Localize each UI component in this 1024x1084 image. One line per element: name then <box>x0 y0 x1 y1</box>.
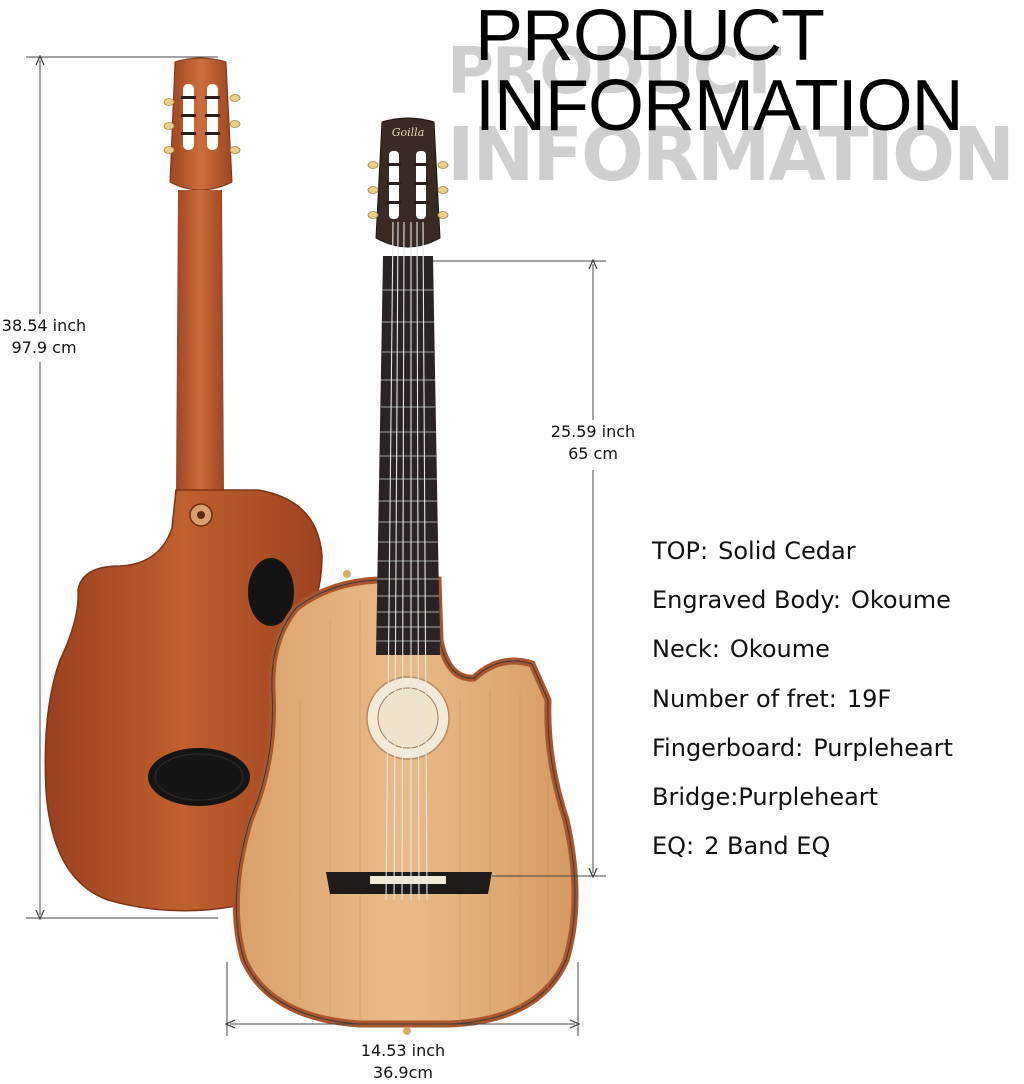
guitar-front-view: Goilla <box>232 117 579 1035</box>
body-width-cm: 36.9cm <box>372 1063 433 1082</box>
page-title-line2: INFORMATION <box>475 66 964 146</box>
spec-item-bridge: Bridge:Purpleheart <box>652 773 953 822</box>
spec-item-frets: Number of fret: 19F <box>652 675 953 724</box>
page-title-line1: PRODUCT <box>475 0 825 76</box>
spec-list: TOP: Solid Cedar Engraved Body: Okoume Nec… <box>652 527 953 871</box>
scale-length-inch: 25.59 inch <box>550 422 636 441</box>
spec-value: Purpleheart <box>813 733 953 762</box>
spec-label: Neck: <box>652 635 720 664</box>
spec-value: Solid Cedar <box>718 537 856 565</box>
ghost-title-line2: INFORMATION <box>447 112 1015 198</box>
spec-item-neck: Neck: Okoume <box>652 625 953 674</box>
spec-item-body: Engraved Body: Okoume <box>652 576 953 625</box>
spec-item-top: TOP: Solid Cedar <box>652 527 953 576</box>
spec-label: Number of fret: <box>652 684 837 713</box>
spec-label: Fingerboard: <box>652 733 804 762</box>
ghost-title-line1: PRODUCT <box>447 35 781 109</box>
total-length-label: 38.54 inch 97.9 cm <box>0 315 90 359</box>
scale-length-label: 25.59 inch 65 cm <box>544 421 642 465</box>
headstock-logo: Goilla <box>392 126 425 139</box>
body-width-inch: 14.53 inch <box>360 1041 446 1060</box>
spec-value: 19F <box>846 684 892 713</box>
dimension-lines <box>26 57 606 1036</box>
total-length-cm: 97.9 cm <box>11 338 77 357</box>
spec-item-fingerboard: Fingerboard: Purpleheart <box>652 724 953 773</box>
body-width-label: 14.53 inch 36.9cm <box>352 1040 454 1084</box>
spec-label: Bridge:Purpleheart <box>652 783 879 812</box>
spec-item-eq: EQ: 2 Band EQ <box>652 822 953 871</box>
total-length-inch: 38.54 inch <box>1 316 87 335</box>
spec-label: EQ: <box>652 832 695 861</box>
spec-value: Okoume <box>729 635 830 664</box>
spec-label: TOP: <box>652 537 709 565</box>
spec-value: Okoume <box>850 586 951 615</box>
scale-length-cm: 65 cm <box>568 444 618 463</box>
spec-value: 2 Band EQ <box>704 832 831 861</box>
spec-label: Engraved Body: <box>652 586 841 615</box>
